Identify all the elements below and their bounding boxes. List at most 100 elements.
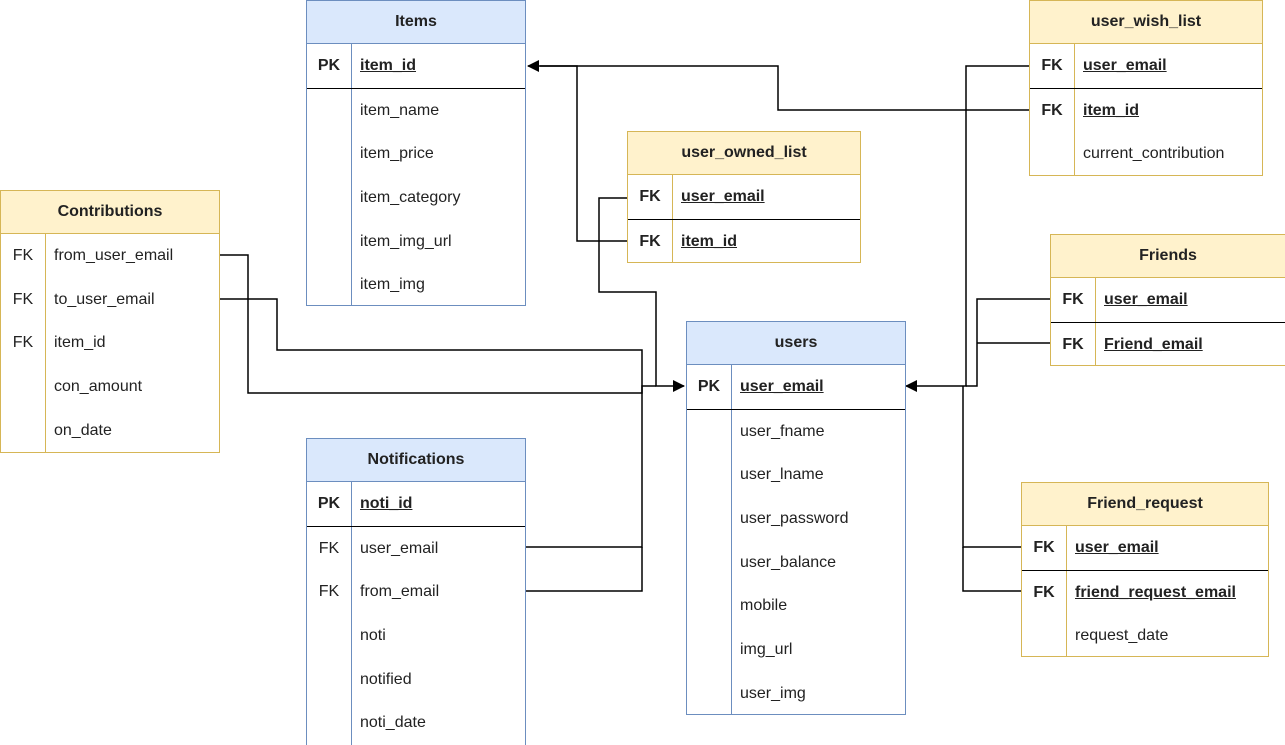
- contributions-table[interactable]: Contributions FK from_user_email FK to_u…: [0, 190, 220, 453]
- users-row-user-img[interactable]: user_img: [687, 672, 905, 716]
- users-row-user-fname[interactable]: user_fname: [687, 410, 905, 454]
- fk-label: FK: [1033, 538, 1055, 556]
- ownedlist-row-user-email[interactable]: FK user_email: [628, 175, 860, 220]
- items-table[interactable]: Items PK item_id item_name item_price it…: [306, 0, 526, 306]
- friends-row-friend-email[interactable]: FK Friend_email: [1051, 323, 1285, 367]
- contrib-row-on-date[interactable]: on_date: [1, 409, 219, 453]
- wishlist-row-item-id[interactable]: FK item_id: [1030, 89, 1262, 133]
- field-name: user_email: [360, 539, 439, 557]
- noti-row-from-email[interactable]: FK from_email: [307, 570, 525, 614]
- contrib-row-to-user-email[interactable]: FK to_user_email: [1, 278, 219, 322]
- users-row-user-email[interactable]: PK user_email: [687, 365, 905, 410]
- users-row-mobile[interactable]: mobile: [687, 584, 905, 628]
- field-name: con_amount: [54, 377, 143, 395]
- field-name: on_date: [54, 421, 112, 439]
- contributions-table-title: Contributions: [1, 191, 219, 234]
- connector-friends-user: [966, 298, 1051, 387]
- connector-contrib-to: [219, 298, 643, 386]
- freq-row-user-email[interactable]: FK user_email: [1022, 526, 1268, 571]
- items-row-item-img[interactable]: item_img: [307, 263, 525, 307]
- field-name: item_price: [360, 145, 434, 163]
- users-table-title: users: [687, 322, 905, 365]
- items-table-title: Items: [307, 1, 525, 44]
- fk-label: FK: [12, 290, 34, 308]
- notifications-table-title: Notifications: [307, 439, 525, 482]
- field-name: noti_date: [360, 714, 426, 732]
- field-name: item_id: [1083, 101, 1140, 119]
- fk-label: FK: [1033, 583, 1055, 601]
- field-name: user_fname: [740, 422, 825, 440]
- field-name: user_email: [1075, 538, 1159, 556]
- field-name: user_img: [740, 684, 806, 702]
- items-row-item-name[interactable]: item_name: [307, 89, 525, 133]
- user-owned-list-table-title: user_owned_list: [628, 132, 860, 175]
- users-row-user-password[interactable]: user_password: [687, 497, 905, 541]
- noti-row-noti-date[interactable]: noti_date: [307, 701, 525, 745]
- contrib-row-con-amount[interactable]: con_amount: [1, 365, 219, 409]
- noti-row-noti-id[interactable]: PK noti_id: [307, 482, 525, 527]
- field-name: item_id: [360, 56, 417, 74]
- fk-label: FK: [1041, 56, 1063, 74]
- fk-label: FK: [1041, 101, 1063, 119]
- items-row-item-price[interactable]: item_price: [307, 132, 525, 176]
- pk-label: PK: [697, 377, 721, 395]
- noti-row-noti[interactable]: noti: [307, 614, 525, 658]
- field-name: item_category: [360, 188, 461, 206]
- connector-noti-user: [526, 386, 643, 548]
- field-name: from_email: [360, 583, 440, 601]
- user-wish-list-table[interactable]: user_wish_list FK user_email FK item_id …: [1029, 0, 1263, 176]
- field-name: item_id: [54, 334, 106, 352]
- field-name: item_img_url: [360, 232, 452, 250]
- user-owned-list-table[interactable]: user_owned_list FK user_email FK item_id: [627, 131, 861, 263]
- connector-ownedlist-item: [540, 65, 628, 242]
- friends-table-title: Friends: [1051, 235, 1285, 278]
- freq-row-request-date[interactable]: request_date: [1022, 614, 1268, 658]
- connector-noti-from: [526, 547, 643, 592]
- contrib-row-item-id[interactable]: FK item_id: [1, 321, 219, 365]
- field-name: item_id: [681, 232, 738, 250]
- fk-label: FK: [639, 187, 661, 205]
- users-row-user-lname[interactable]: user_lname: [687, 453, 905, 497]
- friends-row-user-email[interactable]: FK user_email: [1051, 278, 1285, 323]
- field-name: notified: [360, 670, 412, 688]
- field-name: current_contribution: [1083, 145, 1225, 163]
- connector-wishlist-item: [527, 60, 1030, 111]
- contrib-row-from-user-email[interactable]: FK from_user_email: [1, 234, 219, 278]
- wishlist-row-user-email[interactable]: FK user_email: [1030, 44, 1262, 89]
- friend-request-table[interactable]: Friend_request FK user_email FK friend_r…: [1021, 482, 1269, 657]
- noti-row-user-email[interactable]: FK user_email: [307, 527, 525, 571]
- users-row-img-url[interactable]: img_url: [687, 628, 905, 672]
- notifications-table[interactable]: Notifications PK noti_id FK user_email F…: [306, 438, 526, 745]
- fk-label: FK: [318, 583, 340, 601]
- field-name: item_name: [360, 101, 440, 119]
- connector-freq-friend: [962, 547, 1022, 592]
- user-wish-list-table-title: user_wish_list: [1030, 1, 1262, 44]
- field-name: user_email: [681, 187, 765, 205]
- field-name: friend_request_email: [1075, 583, 1236, 601]
- ownedlist-row-item-id[interactable]: FK item_id: [628, 220, 860, 264]
- items-row-item-category[interactable]: item_category: [307, 176, 525, 220]
- fk-label: FK: [12, 246, 34, 264]
- noti-row-notified[interactable]: notified: [307, 658, 525, 702]
- field-name: Friend_email: [1104, 335, 1203, 353]
- wishlist-row-current-contribution[interactable]: current_contribution: [1030, 132, 1262, 176]
- freq-row-friend-request-email[interactable]: FK friend_request_email: [1022, 571, 1268, 615]
- field-name: noti: [360, 626, 386, 644]
- users-table[interactable]: users PK user_email user_fname user_lnam…: [686, 321, 906, 715]
- field-name: from_user_email: [54, 246, 174, 264]
- field-name: user_email: [1083, 56, 1167, 74]
- field-name: mobile: [740, 597, 788, 615]
- fk-label: FK: [1062, 290, 1084, 308]
- field-name: request_date: [1075, 627, 1169, 645]
- field-name: noti_id: [360, 494, 413, 512]
- field-name: user_email: [1104, 290, 1188, 308]
- items-row-item-id[interactable]: PK item_id: [307, 44, 525, 89]
- friends-table[interactable]: Friends FK user_email FK Friend_email: [1050, 234, 1285, 366]
- connector-freq-user: [962, 386, 1022, 548]
- items-row-item-img-url[interactable]: item_img_url: [307, 220, 525, 264]
- fk-label: FK: [639, 232, 661, 250]
- fk-label: FK: [318, 539, 340, 557]
- users-row-user-balance[interactable]: user_balance: [687, 541, 905, 585]
- field-name: user_lname: [740, 466, 824, 484]
- field-name: user_password: [740, 509, 849, 527]
